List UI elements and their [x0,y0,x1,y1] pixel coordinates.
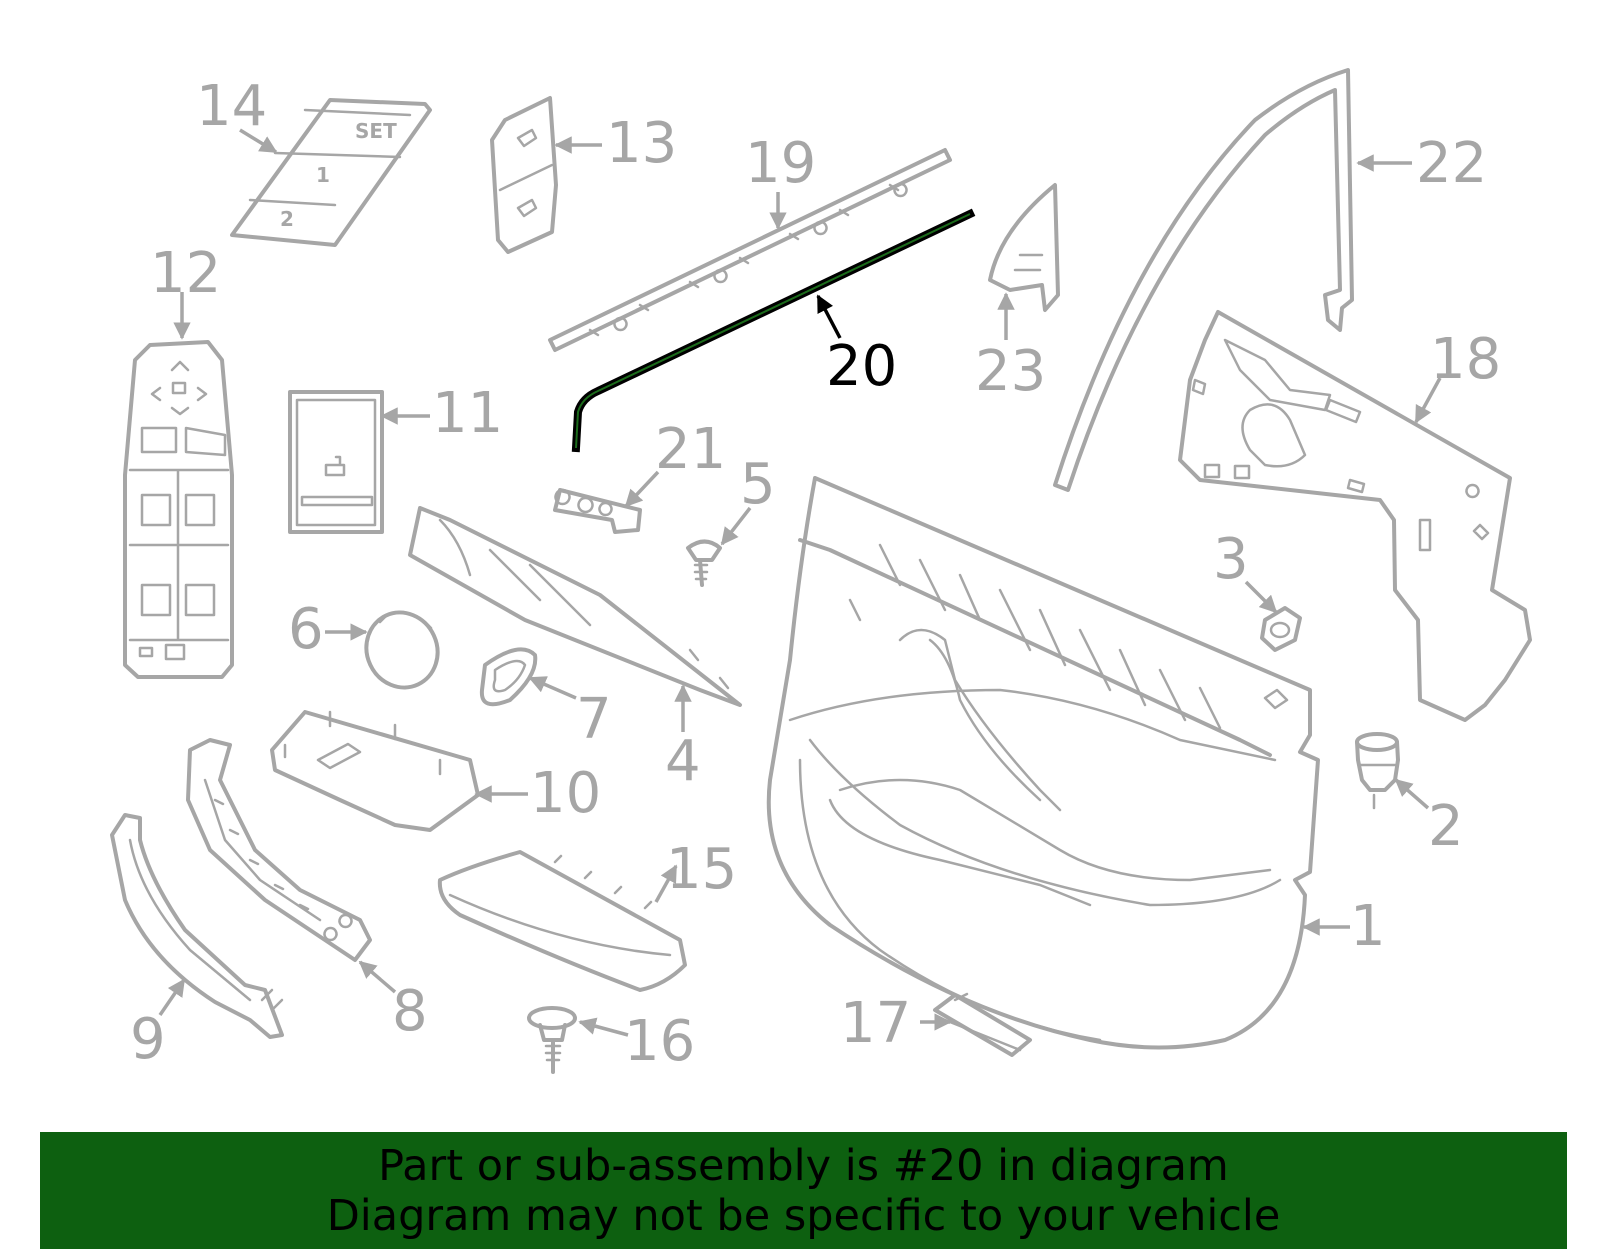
callout-16: 16 [624,1009,695,1074]
callout-1: 1 [1350,894,1386,959]
screw-part-5 [686,539,722,587]
callout-22: 22 [1416,131,1487,196]
callout-2: 2 [1428,794,1464,859]
lock-switch-part-13 [490,96,558,254]
set-button-label: SET [355,119,397,143]
callout-11: 11 [432,381,503,446]
trim-screw-part-16 [527,1006,577,1074]
frame-seal-part-22 [1053,68,1354,492]
callout-8: 8 [392,979,428,1044]
callout-15: 15 [666,837,737,902]
grab-handle-part-9 [110,813,284,1039]
callout-10: 10 [530,761,601,826]
door-panel-part-1 [766,476,1320,1050]
callout-7: 7 [576,687,612,752]
info-banner: Part or sub-assembly is #20 in diagram D… [40,1132,1567,1249]
callout-20: 20 [826,334,897,399]
button-part-3 [1260,606,1302,652]
handle-bezel-part-7 [479,647,538,707]
water-shield-part-18 [1178,310,1532,722]
bracket-part-21 [553,488,642,534]
callout-5: 5 [740,452,776,517]
trim-strip-part-19 [548,148,952,352]
speaker-ring-part-6 [364,610,440,690]
upper-trim-part-4 [408,506,742,707]
courtesy-light-part-17 [933,992,1032,1057]
memory-2-label: 2 [280,207,294,231]
callout-21: 21 [655,417,726,482]
callout-3: 3 [1213,527,1249,592]
clip-part-2 [1355,732,1400,810]
parts-diagram: SET 1 2 [110,68,1532,1074]
callout-17: 17 [840,991,911,1056]
leader-lines [158,128,1442,1037]
banner-line-disclaimer: Diagram may not be specific to your vehi… [326,1190,1281,1241]
window-switch-part-12 [123,340,234,679]
memory-switch-part-14: SET 1 2 [230,98,432,247]
callout-4: 4 [665,729,701,794]
switch-carrier-part-10 [270,710,480,832]
armrest-carrier-part-8 [186,738,372,962]
callout-14: 14 [196,74,267,139]
weatherstrip-part-20 [571,208,976,453]
callout-13: 13 [606,111,677,176]
callout-18: 18 [1430,327,1501,392]
callout-12: 12 [150,241,221,306]
callout-6: 6 [288,597,324,662]
switch-bezel-part-11 [288,390,384,534]
corner-trim-part-23 [988,183,1060,312]
callout-numbers: 14 13 19 22 12 11 20 23 18 21 5 3 6 7 4 … [130,74,1501,1074]
callout-9: 9 [130,1007,166,1072]
armrest-pad-part-15 [437,850,687,992]
memory-1-label: 1 [316,163,330,187]
callout-19: 19 [745,131,816,196]
callout-23: 23 [975,339,1046,404]
banner-line-part-reference: Part or sub-assembly is #20 in diagram [378,1140,1229,1191]
